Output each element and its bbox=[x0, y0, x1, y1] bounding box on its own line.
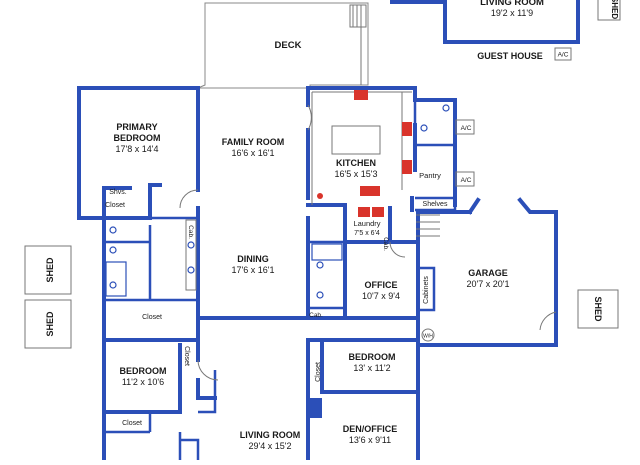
kitchen-sink bbox=[354, 90, 368, 100]
fixtures bbox=[105, 90, 557, 381]
guest-ac-label: A/C bbox=[558, 52, 569, 59]
ac-label-1: A/C bbox=[461, 125, 472, 132]
dryer bbox=[372, 207, 384, 217]
deck: DECK bbox=[197, 2, 369, 89]
den-office-dims: 13'6 x 9'11 bbox=[349, 435, 391, 445]
guest-house: LIVING ROOM 19'2 x 11'9 GUEST HOUSE A/C … bbox=[390, 0, 621, 61]
guest-living-room-label: LIVING ROOM bbox=[480, 0, 544, 8]
range bbox=[402, 122, 412, 136]
primary-bedroom-label-1: PRIMARY bbox=[116, 122, 157, 132]
dining-dims: 17'6 x 16'1 bbox=[232, 265, 275, 275]
fireplace bbox=[308, 398, 322, 418]
shed-left-bottom bbox=[24, 299, 72, 349]
living-room-label: LIVING ROOM bbox=[240, 430, 301, 440]
closet-bedroom-side-label: Closet bbox=[183, 346, 190, 366]
water-heater bbox=[421, 328, 435, 342]
shed-right: SHED bbox=[577, 289, 619, 329]
office-dims: 10'7 x 9'4 bbox=[362, 291, 400, 301]
dishwasher bbox=[360, 186, 380, 196]
bathtub-left bbox=[105, 261, 127, 297]
cab-label-laundry: Cab. bbox=[382, 237, 389, 251]
living-room-dims: 29'4 x 15'2 bbox=[249, 441, 292, 451]
deck-steps bbox=[349, 4, 367, 28]
family-room-label: FAMILY ROOM bbox=[222, 137, 285, 147]
closet-bedroom-label: Closet bbox=[122, 420, 142, 427]
bathtub-right bbox=[311, 243, 343, 261]
closet-right-label: Closet bbox=[315, 362, 322, 382]
pantry-label: Pantry bbox=[419, 171, 441, 180]
shed-right-label: SHED bbox=[593, 296, 603, 322]
closet-hall-label: Closet bbox=[142, 314, 162, 321]
laundry-dims: 7'5 x 6'4 bbox=[354, 230, 380, 237]
kitchen-dims: 16'5 x 15'3 bbox=[335, 169, 378, 179]
laundry-label: Laundry bbox=[353, 219, 380, 228]
dining-label: DINING bbox=[237, 254, 269, 264]
bedroom-left-label: BEDROOM bbox=[120, 366, 167, 376]
vanity-left bbox=[185, 219, 197, 291]
shvs-label: Shvs. bbox=[109, 189, 127, 196]
bedroom-right-dims: 13' x 11'2 bbox=[353, 363, 390, 373]
cabinets-label: Cabinets bbox=[423, 276, 430, 304]
bedroom-left-dims: 11'2 x 10'6 bbox=[122, 377, 164, 387]
deck-label: DECK bbox=[275, 40, 302, 51]
shed-left-top bbox=[24, 245, 72, 295]
kitchen-label: KITCHEN bbox=[336, 158, 376, 168]
closet-primary-label: Closet bbox=[105, 202, 125, 209]
primary-bedroom-dims: 17'8 x 14'4 bbox=[116, 144, 159, 154]
ac-label-2: A/C bbox=[461, 177, 472, 184]
ac-unit-1 bbox=[455, 119, 475, 135]
office-label: OFFICE bbox=[365, 280, 398, 290]
primary-bedroom-label-2: BEDROOM bbox=[114, 133, 161, 143]
shed-left-bottom-label: SHED bbox=[45, 311, 55, 337]
guest-living-room-dims: 19'2 x 11'9 bbox=[491, 8, 533, 18]
shed-left-top-label: SHED bbox=[45, 257, 55, 283]
guest-ac-unit bbox=[554, 47, 572, 61]
small-labels: Shvs. Closet Closet Closet Cab. Closet C… bbox=[105, 189, 433, 427]
sheds-left: SHED SHED bbox=[24, 245, 72, 349]
shed-top-right bbox=[597, 0, 621, 21]
room-labels: PRIMARY BEDROOM 17'8 x 14'4 FAMILY ROOM … bbox=[114, 122, 510, 451]
shelves-label: Shelves bbox=[423, 201, 448, 208]
bedroom-right-label: BEDROOM bbox=[349, 352, 396, 362]
garage-label: GARAGE bbox=[468, 268, 508, 278]
family-room-dims: 16'6 x 16'1 bbox=[232, 148, 275, 158]
guest-house-label: GUEST HOUSE bbox=[477, 51, 543, 61]
kitchen-island bbox=[331, 125, 381, 155]
cab-label-left: Cab. bbox=[187, 225, 194, 239]
garage-dims: 20'7 x 20'1 bbox=[467, 279, 510, 289]
washer bbox=[358, 207, 370, 217]
wh-label: W/H bbox=[423, 334, 433, 340]
refrigerator bbox=[402, 160, 412, 174]
den-office-label: DEN/OFFICE bbox=[343, 424, 398, 434]
shed-top-right-label: SHED bbox=[610, 0, 619, 19]
ac-unit-2 bbox=[455, 171, 475, 187]
cab-label-bath: Cab. bbox=[309, 312, 323, 319]
shed-right-box bbox=[577, 289, 619, 329]
main-house-walls bbox=[77, 86, 558, 462]
